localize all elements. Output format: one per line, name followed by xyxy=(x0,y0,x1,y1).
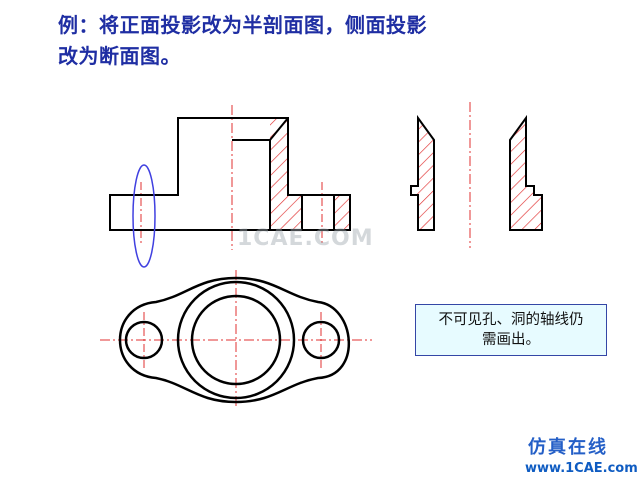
title-line-1: 例：将正面投影改为半剖面图，侧面投影 xyxy=(58,13,427,37)
front-view-outline xyxy=(109,117,351,231)
note-line-1: 不可见孔、洞的轴线仍 xyxy=(438,312,584,328)
highlight-ellipse xyxy=(132,164,156,268)
side-view-sections xyxy=(410,102,543,248)
site-url: www.1CAE.com xyxy=(525,461,638,476)
section-hatch-wall xyxy=(270,118,288,230)
bore-circle xyxy=(190,294,282,386)
left-bolt-hole xyxy=(124,320,164,360)
note-line-2: 需画出。 xyxy=(482,332,540,348)
right-bolt-hole xyxy=(301,320,341,360)
top-view xyxy=(100,270,372,408)
front-view-half-section xyxy=(109,105,351,268)
watermark: 1CAE.COM xyxy=(237,226,374,251)
chamfer-line xyxy=(269,117,289,141)
note-box: 不可见孔、洞的轴线仍 需画出。 xyxy=(415,304,607,356)
title-line-2: 改为断面图。 xyxy=(58,44,181,68)
section-left-profile xyxy=(410,114,435,231)
boss-outer-circle xyxy=(176,280,296,400)
slide-title: 例：将正面投影改为半剖面图，侧面投影 改为断面图。 xyxy=(58,10,528,72)
section-hatch-end xyxy=(334,195,350,230)
flange-outline xyxy=(118,276,351,404)
site-logo: 仿真在线 xyxy=(528,437,608,458)
section-hatch-base xyxy=(288,195,302,230)
section-right-profile xyxy=(509,114,543,231)
